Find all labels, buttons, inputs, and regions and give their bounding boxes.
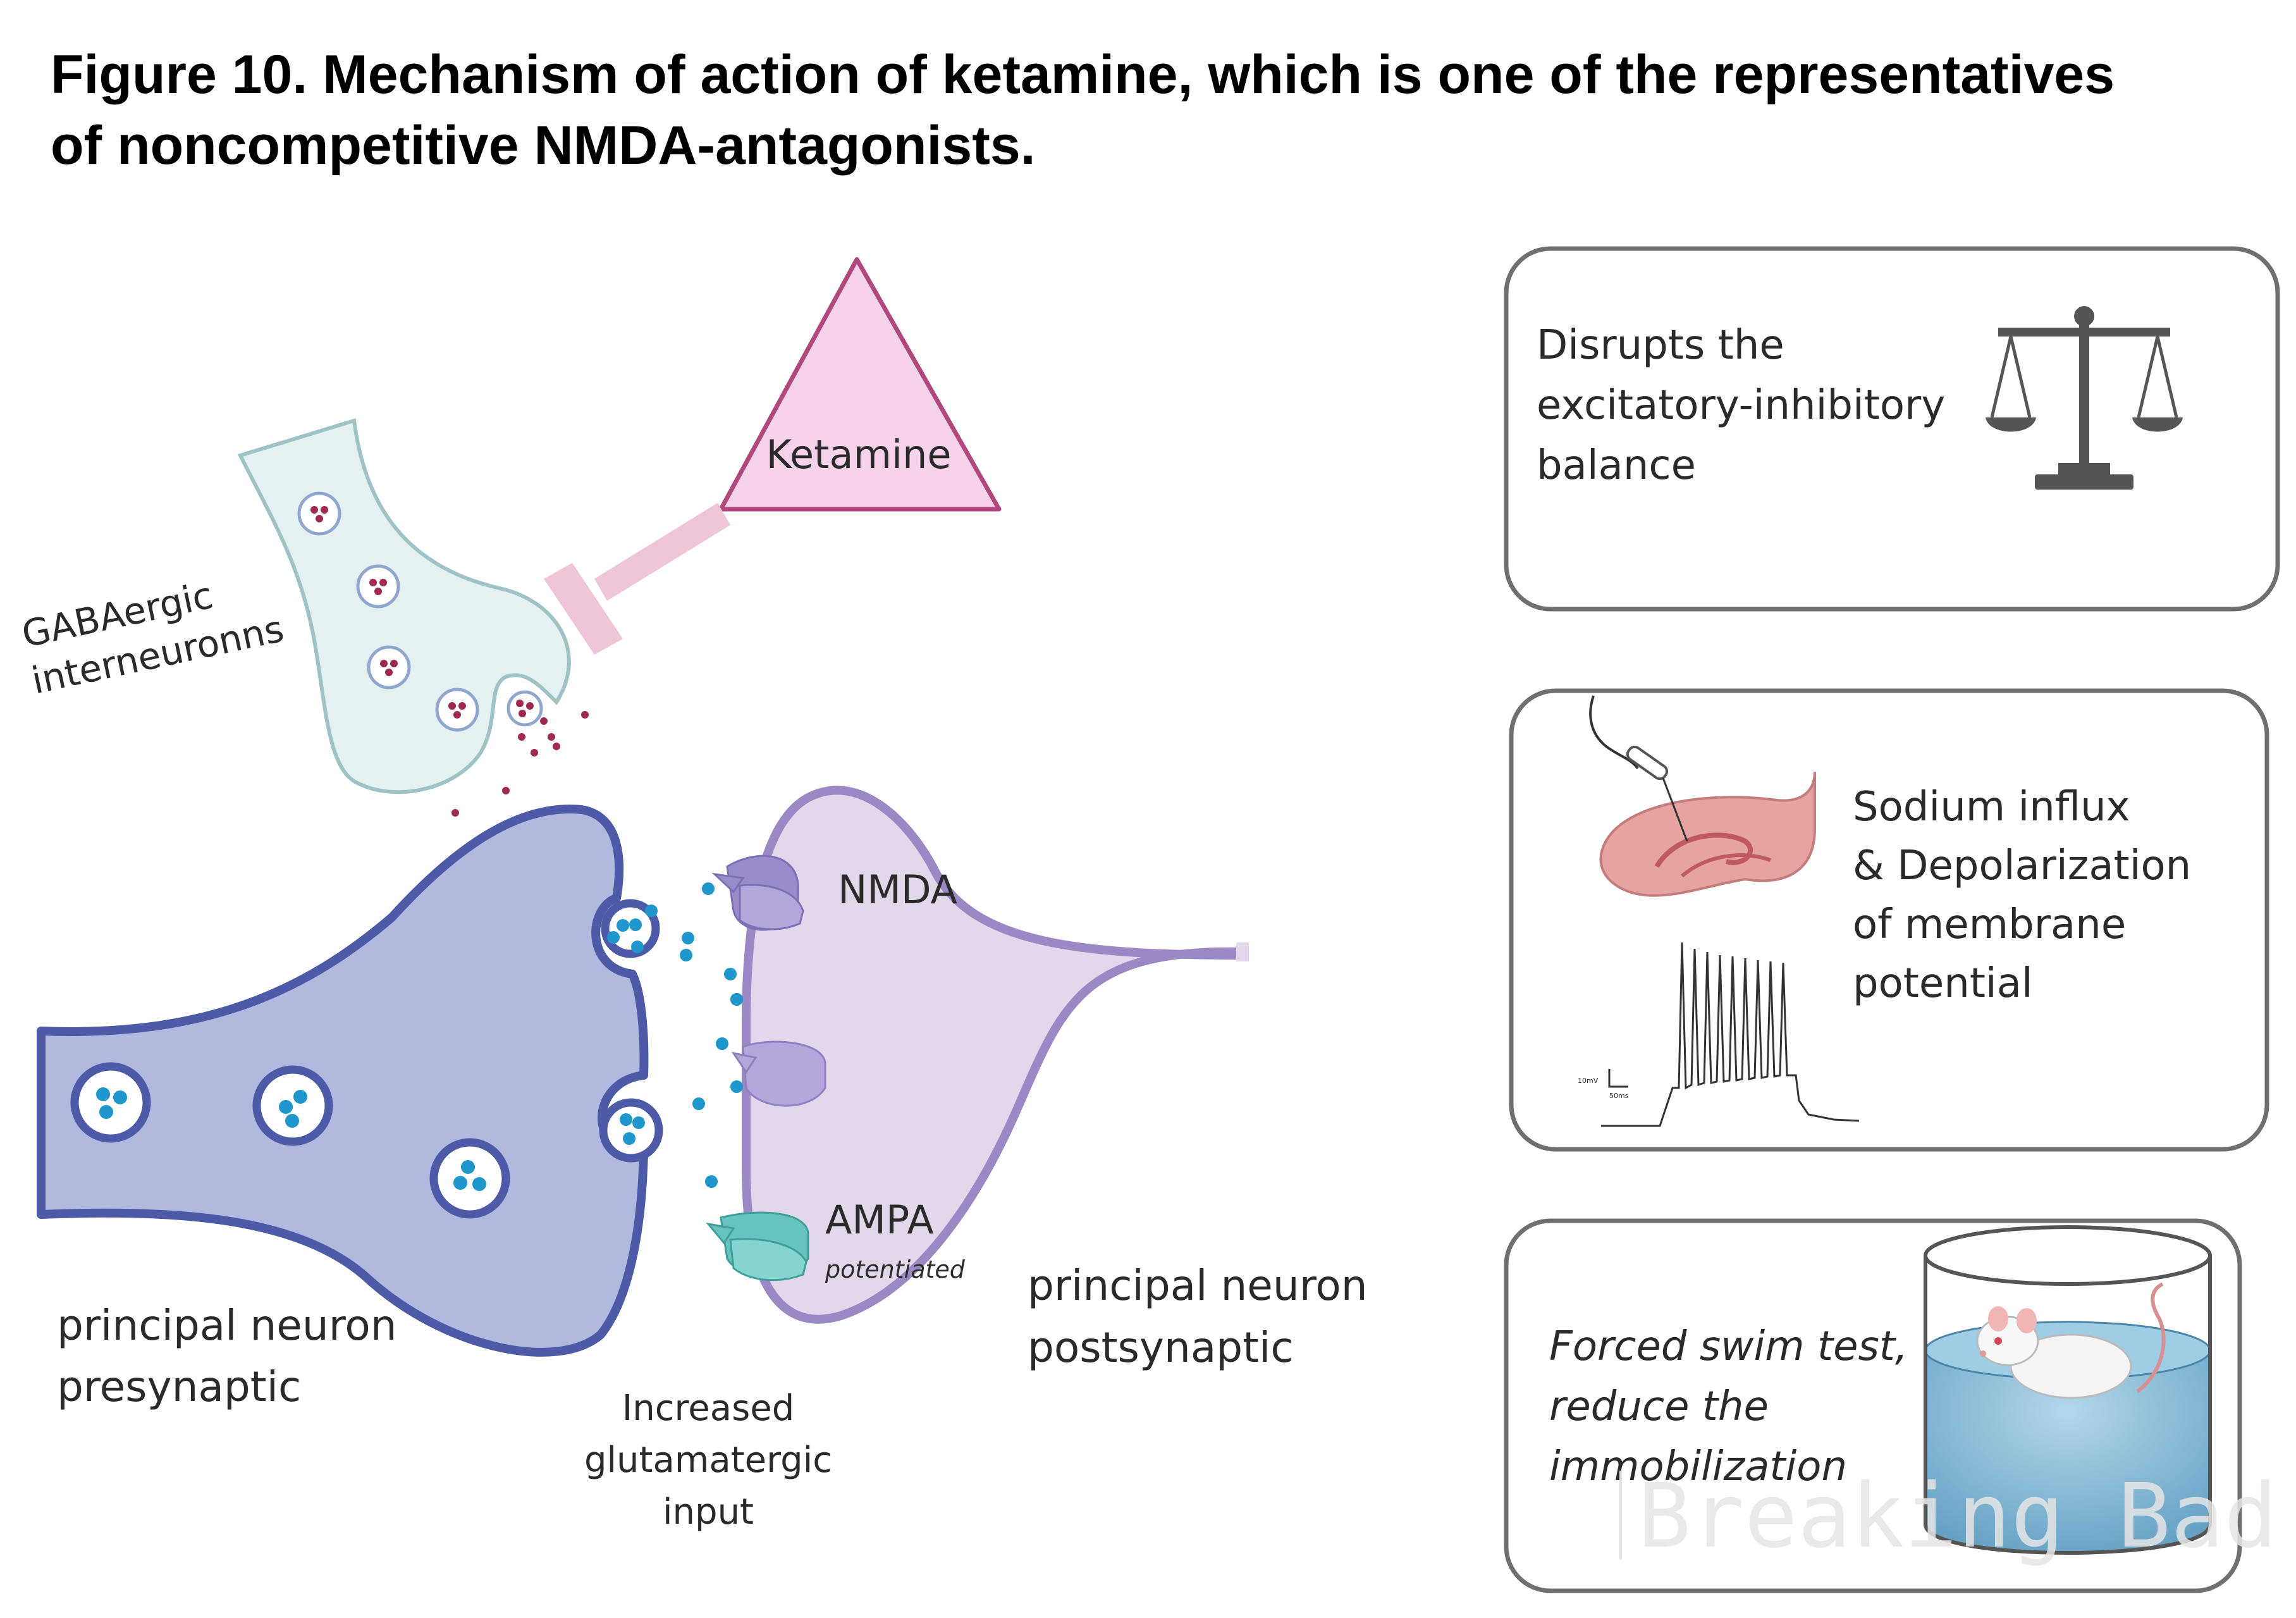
gaba-neurotransmitter-dots: [310, 506, 589, 817]
sodium-text-line-1: Sodium influx: [1853, 784, 2130, 831]
balance-text-line-1: Disrupts the: [1537, 322, 1784, 369]
postsynaptic-neuron: [742, 786, 1247, 1324]
postsynaptic-label-line-2: postsynaptic: [1028, 1323, 1294, 1372]
swim-tank-icon: [1924, 1225, 2212, 1555]
hippocampus-icon: [1599, 771, 1816, 897]
scale-icon: [1986, 306, 2183, 490]
nmda-receptor: [711, 855, 804, 931]
rat-icon: [1976, 1282, 2166, 1399]
sodium-text-line-2: & Depolarization: [1853, 843, 2191, 889]
glutamatergic-label-line-3: input: [663, 1491, 754, 1533]
sodium-box: 10mV 50ms Sodium influx & Depolarization…: [1509, 688, 2269, 1152]
gaba-vesicles: [297, 491, 543, 732]
figure-title-line-1: Figure 10. Mechanism of action of ketami…: [51, 44, 2115, 105]
ketamine-label: Ketamine: [766, 431, 951, 478]
electrode-icon: [1589, 695, 1688, 842]
sodium-text-line-4: potential: [1853, 960, 2033, 1007]
action-potential-trace: 10mV 50ms: [1578, 942, 1860, 1127]
second-receptor: [731, 1041, 826, 1107]
figure-title-line-2: of noncompetitive NMDA-antagonists.: [51, 115, 1036, 176]
balance-box: Disrupts the excitatory-inhibitory balan…: [1504, 246, 2280, 612]
ampa-receptor: [706, 1211, 809, 1281]
glutamate-dots: [96, 882, 743, 1191]
swim-text-line-1: Forced swim test,: [1549, 1323, 1908, 1370]
gaba-label: GABAergic interneuronns: [18, 574, 288, 703]
glutamatergic-label-line-2: glutamatergic: [584, 1440, 832, 1481]
scale-voltage-label: 10mV: [1578, 1077, 1599, 1085]
glutamatergic-label-line-1: Increased: [622, 1388, 795, 1429]
balance-text-line-3: balance: [1537, 442, 1696, 489]
swim-text-line-3: immobilization: [1549, 1443, 1847, 1490]
ampa-potentiated-label: potentiated: [825, 1256, 966, 1283]
nmda-label: NMDA: [838, 867, 957, 913]
postsynaptic-label-line-1: principal neuron: [1028, 1261, 1368, 1310]
presynaptic-label-line-2: presynaptic: [57, 1362, 301, 1411]
watermark: Breaking Bad: [1638, 1465, 2277, 1568]
swim-text-line-2: reduce the: [1549, 1383, 1769, 1430]
presynaptic-vesicles: [70, 899, 663, 1219]
sodium-text-line-3: of membrane: [1853, 901, 2126, 948]
presynaptic-label-line-1: principal neuron: [57, 1301, 397, 1350]
inhibition-symbol: [544, 503, 730, 655]
ampa-label: AMPA: [825, 1197, 934, 1243]
swim-box: Forced swim test, reduce the immobilizat…: [1504, 1218, 2242, 1593]
ketamine-triangle: [718, 257, 1002, 512]
presynaptic-neuron: [37, 805, 649, 1357]
figure-title: Figure 10. Mechanism of action of ketami…: [51, 39, 2264, 181]
balance-text-line-2: excitatory-inhibitory: [1537, 382, 1945, 429]
scale-time-label: 50ms: [1609, 1092, 1629, 1100]
